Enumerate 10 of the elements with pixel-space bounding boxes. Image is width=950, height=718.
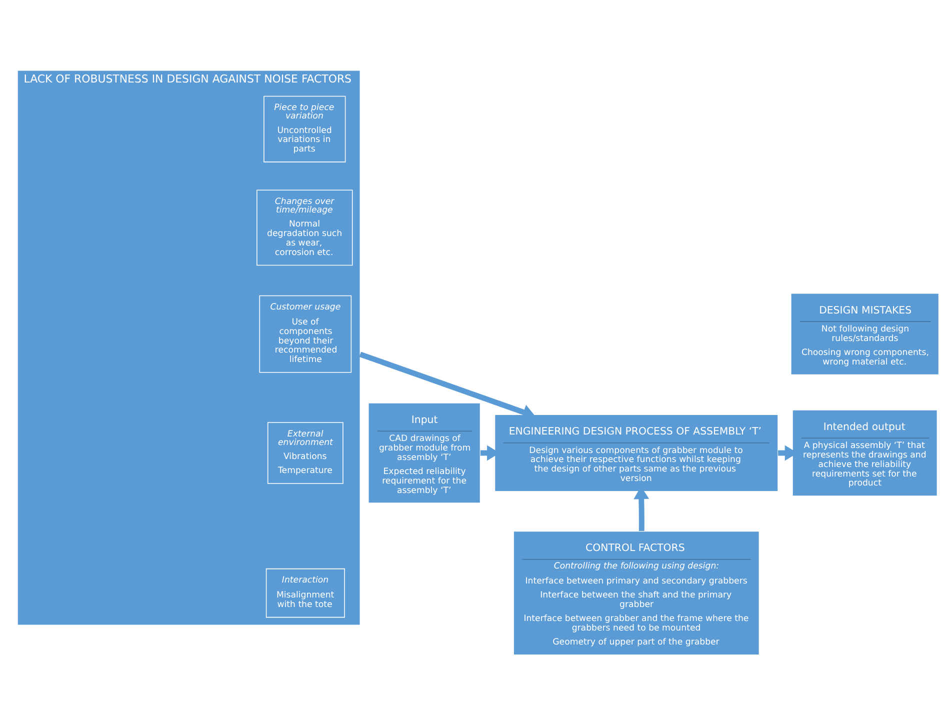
node-box: ENGINEERING DESIGN PROCESS OF ASSEMBLY ‘T’ Design various components of grabber module to achieve their respective functions whilst keeping the design of other parts same as the previous version <box>494 414 778 492</box>
node-box: Piece to piece variation Uncontrolled variations in parts <box>264 95 346 162</box>
node-box: Input CAD drawings of grabber module from assembly ‘T’ Expected reliability requirement for the assembly ‘T’ <box>368 402 481 503</box>
node-box: External environment Vibrations Temperature <box>267 422 344 484</box>
node-box: CONTROL FACTORS Controlling the following using design: Interface between primary and secondary grabbers Interface between the shaft and the primary grabber Interface between grabber and the frame where the grabbers need to be mounted Geometry of upper part of the grabber <box>513 530 760 655</box>
node-box: Customer usage Use of components beyond their recommended lifetime <box>259 294 352 372</box>
node-box: Interaction Misalignment with the tote <box>266 568 345 618</box>
node-box: Changes over time/mileage Normal degradation such as wear, corrosion etc. <box>256 189 353 266</box>
node-box: Intended output A physical assembly ‘T’ that represents the drawings and achieve the reliability requirements set for the product <box>792 409 938 496</box>
node-box: DESIGN MISTAKES Not following design rules/standards Choosing wrong components, wrong material etc. <box>790 292 940 375</box>
